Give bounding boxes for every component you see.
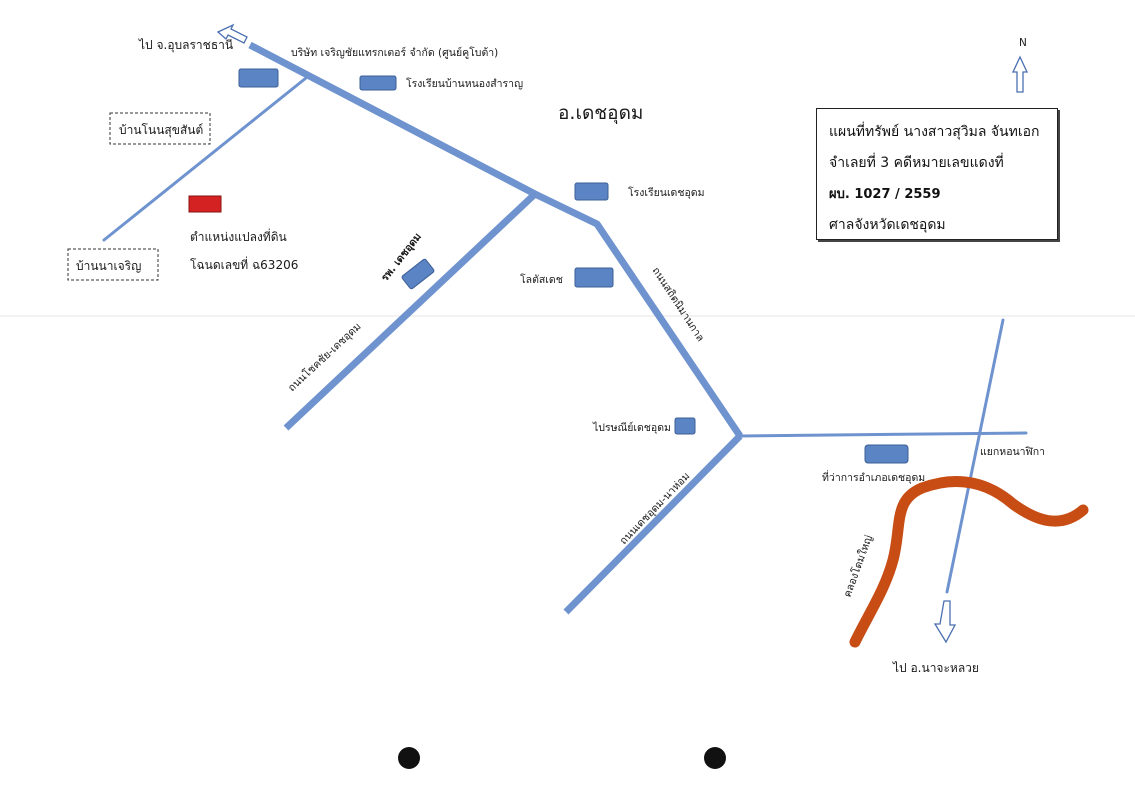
building-school-nongsamran (359, 75, 397, 91)
village-nonsuk-label: บ้านโนนสุขสันต์ (119, 123, 203, 138)
road-east (738, 431, 1028, 438)
legend-line-2: จำเลยที่ 3 คดีหมายเลขแดงที่ (829, 155, 1004, 171)
punch-hole-left (398, 747, 420, 769)
building-tractor-company (238, 68, 279, 88)
main-roads (248, 41, 743, 615)
school-dejudom-label: โรงเรียนเดชอุดม (628, 186, 705, 199)
legend-box: แผนที่ทรัพย์ นางสาวสุวิมล จันทเอก จำเลยท… (816, 108, 1058, 240)
village-nacharoen-label: บ้านนาเจริญ (76, 259, 141, 273)
canal-domyai (849, 476, 1089, 648)
arrow-to-ubon-icon (216, 23, 248, 44)
land-parcel (188, 195, 222, 213)
legend-line-1: แผนที่ทรัพย์ นางสาวสุวิมล จันทเอก (829, 124, 1040, 140)
road-dejudom-naham (563, 433, 743, 615)
post-office-label: ไปรษณีย์เดชอุดม (592, 421, 671, 434)
canal-label: คลองโดมใหญ่ (841, 533, 876, 599)
minor-roads (102, 76, 1028, 594)
road-to-villages (102, 76, 308, 242)
school-nongsamran-label: โรงเรียนบ้านหนองสำราญ (406, 77, 523, 90)
buildings (238, 68, 909, 464)
legend-line-3: ผบ. 1027 / 2559 (829, 187, 941, 202)
road-chokchai-label: ถนนโชคชัย-เดชอุดม (285, 320, 363, 394)
road-to-najaluai (945, 318, 1005, 594)
district-title: อ.เดชอุดม (558, 102, 643, 125)
arrow-to-najaluai-icon (933, 600, 957, 644)
legend-line-4: ศาลจังหวัดเดชอุดม (829, 217, 946, 233)
arrow-north-icon (1011, 55, 1029, 93)
road-naham-label: ถนนเดชอุดม-นาห่อม (618, 470, 693, 547)
intersection-label: แยกหอนาฬิกา (980, 446, 1045, 458)
building-lotus (574, 267, 614, 288)
land-location-label: ตำแหน่งแปลงที่ดิน (190, 228, 287, 244)
punch-hole-right (704, 747, 726, 769)
building-school-dejudom (574, 182, 609, 201)
road-chokchai (283, 191, 538, 431)
building-district-office (864, 444, 909, 464)
to-najaluai-label: ไป อ.นาจะหลวย (892, 661, 979, 675)
village-box-nacharoen (67, 248, 159, 281)
main-highway (248, 41, 743, 438)
building-hospital (401, 258, 435, 290)
to-ubon-label: ไป จ.อุบลราชธานี (138, 38, 233, 53)
building-post-office (674, 417, 696, 435)
district-office-label: ที่ว่าการอำเภอเดชอุดม (822, 470, 925, 484)
lotus-label: โลตัสเดช (520, 273, 563, 286)
tractor-company-label: บริษัท เจริญชัยแทรกเตอร์ จำกัด (ศูนย์คูโ… (291, 46, 498, 59)
village-box-nonsuk (109, 112, 211, 145)
deed-label: โฉนดเลขที่ ฉ63206 (190, 256, 298, 272)
road-sathit-label: ถนนสถิตนิมานกาล (649, 265, 706, 344)
north-label: N (1019, 37, 1027, 49)
